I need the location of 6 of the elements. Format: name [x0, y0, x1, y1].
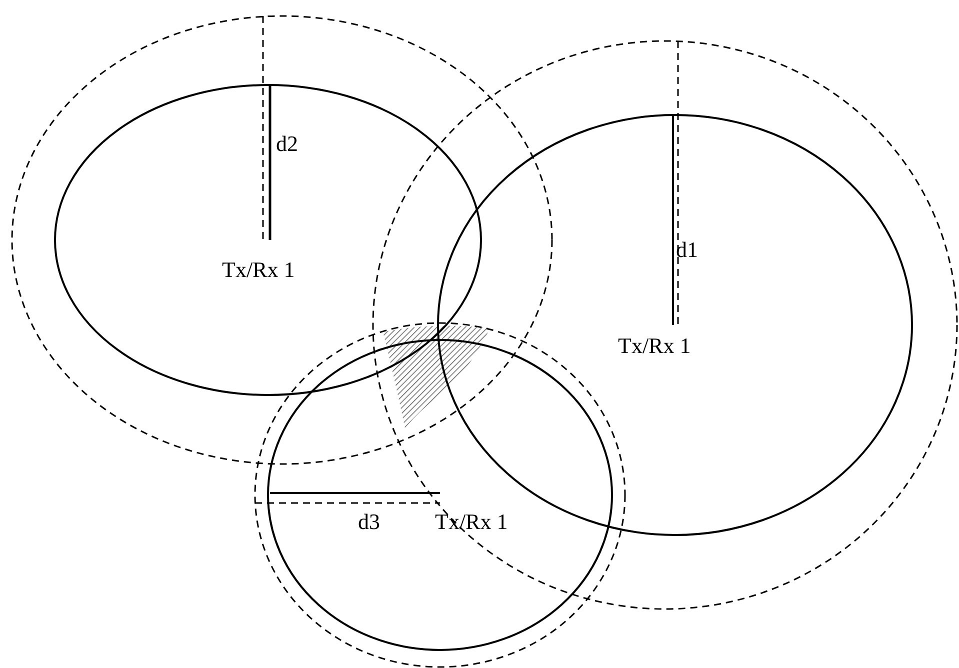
distance-label: d2 — [276, 132, 298, 156]
transceiver-label: Tx/Rx 1 — [222, 258, 295, 282]
transceiver-label: Tx/Rx 1 — [435, 510, 508, 534]
transceiver-label: Tx/Rx 1 — [618, 334, 691, 358]
distance-label: d3 — [358, 510, 380, 534]
distance-label: d1 — [676, 238, 698, 262]
